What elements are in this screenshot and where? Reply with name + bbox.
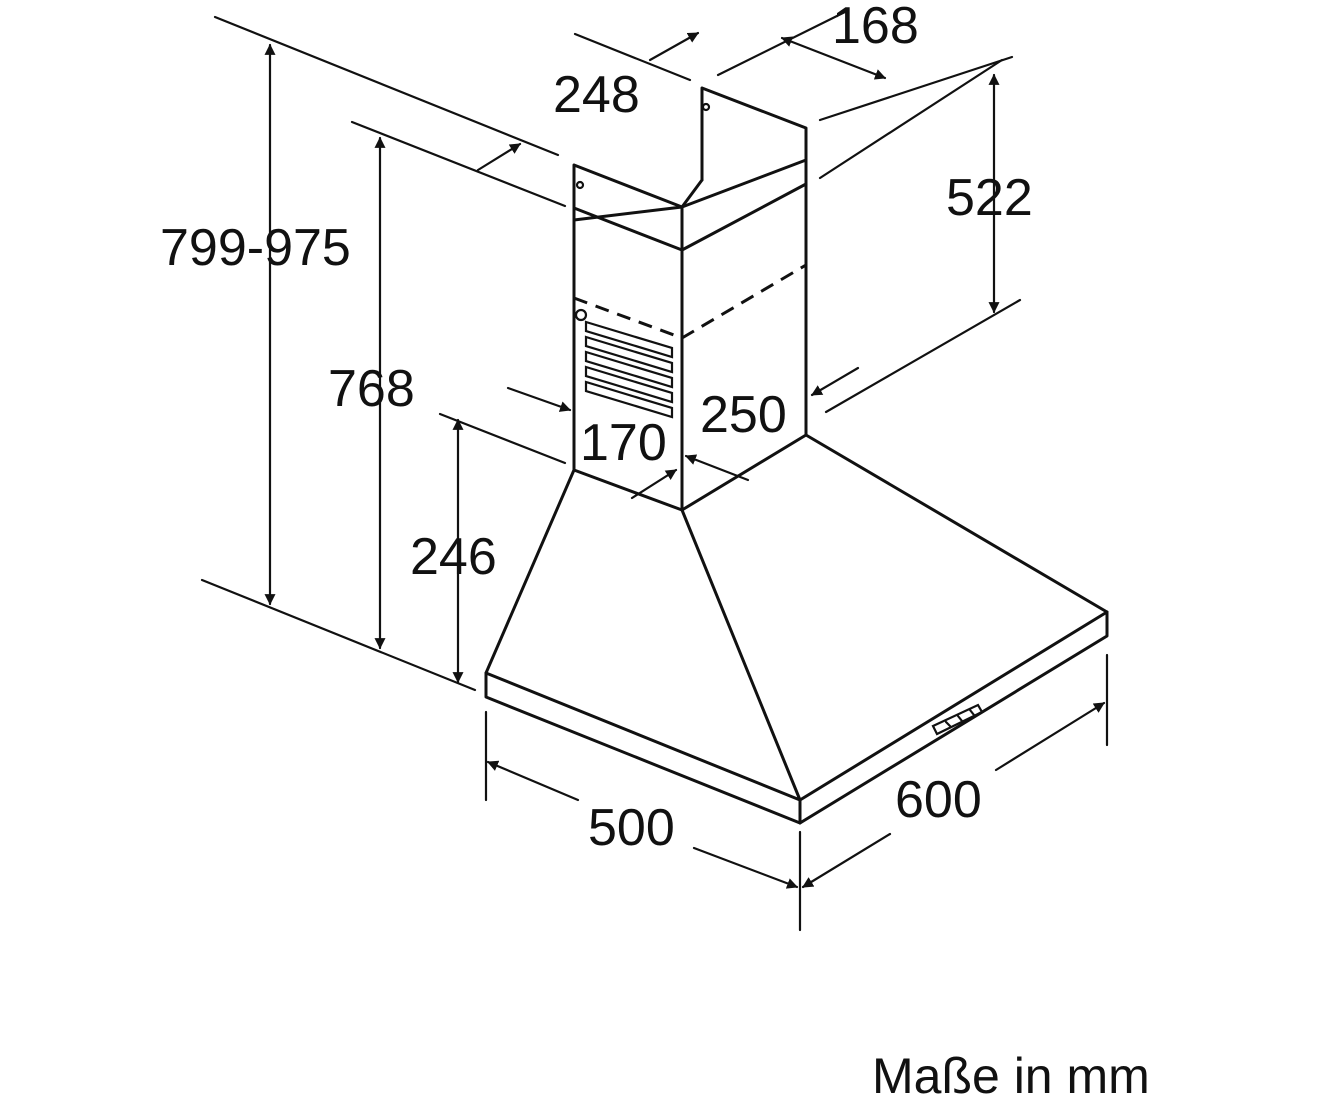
dim-canopy-height: 246 [410,528,497,586]
units-note: Maße in mm [872,1048,1150,1100]
dim-hood-depth: 500 [588,799,675,857]
dimension-arrows [264,31,1106,889]
dim-total-height: 799-975 [160,219,351,277]
dim-lower-duct-depth: 170 [580,414,667,472]
control-panel [931,703,984,736]
hood-canopy [484,158,1109,825]
dim-hood-width: 600 [895,771,982,829]
dim-duct-width: 168 [832,0,919,55]
dim-duct-height: 768 [328,360,415,418]
dim-duct-depth: 248 [553,66,640,124]
extension-lines [200,10,1109,932]
dim-upper-duct-height: 522 [946,169,1033,227]
dim-lower-duct-width: 250 [700,386,787,444]
hood-chimney-upper [572,86,808,340]
vent-slots [574,308,674,419]
